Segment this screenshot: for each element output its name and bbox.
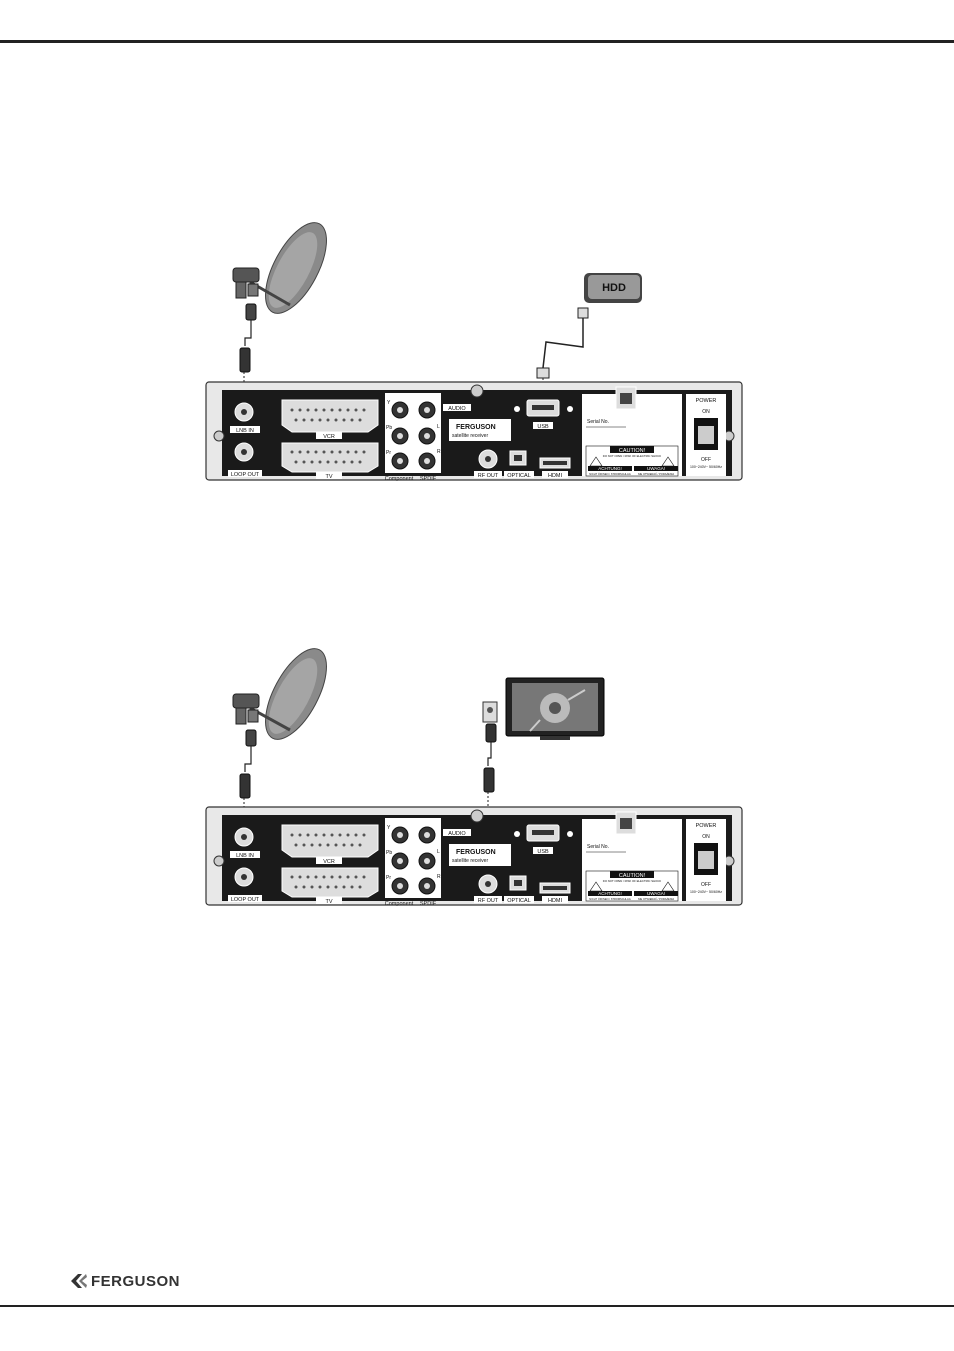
svg-text:Pb: Pb	[386, 425, 392, 431]
svg-text:DO NOT OPEN / RISK OF ELECTRIC: DO NOT OPEN / RISK OF ELECTRIC SHOCK	[603, 454, 662, 458]
svg-text:CAUTION!: CAUTION!	[619, 873, 646, 879]
hdd-icon: HDD	[584, 273, 642, 303]
svg-text:100~240V~ 50/60Hz: 100~240V~ 50/60Hz	[690, 890, 722, 894]
svg-text:RoHS: RoHS	[667, 414, 678, 419]
power-label: POWER	[696, 398, 717, 404]
audio-label: AUDIO	[448, 831, 466, 837]
spdif-label: SPDIF	[420, 476, 437, 482]
panel-brand: FERGUSON	[456, 849, 496, 856]
svg-text:NICHT ÖFFNEN / STROMSCHLAG: NICHT ÖFFNEN / STROMSCHLAG	[589, 897, 630, 901]
television-icon	[482, 677, 605, 740]
footer-brand-logo: FERGUSON	[70, 1271, 180, 1291]
weee-bin-icon	[639, 395, 656, 413]
svg-text:R: R	[437, 874, 441, 880]
svg-text:OFF: OFF	[701, 882, 711, 888]
rohs-leaf-icon: RoHS	[665, 820, 679, 844]
hdd-connection-figure: HDD LNB IN LOOP OUT VCR	[0, 200, 954, 500]
svg-text:DO NOT OPEN / RISK OF ELECTRIC: DO NOT OPEN / RISK OF ELECTRIC SHOCK	[603, 879, 662, 883]
satellite-dish-icon	[232, 648, 327, 747]
svg-text:Pr: Pr	[386, 875, 391, 881]
spdif-label: SPDIF	[420, 901, 437, 907]
optical-label: OPTICAL	[507, 473, 531, 479]
loop-out-label: LOOP OUT	[231, 897, 260, 903]
serial-no-label: Serial No.	[587, 419, 609, 425]
vcr-label: VCR	[323, 434, 335, 440]
vcr-label: VCR	[323, 859, 335, 865]
rf-out-label: RF OUT	[478, 473, 499, 479]
receiver-rear-panel: LNB IN LOOP OUT VCR TV Y Pb Pr	[205, 806, 743, 907]
svg-text:100~240V~ 50/60Hz: 100~240V~ 50/60Hz	[690, 465, 722, 469]
svg-text:ON: ON	[702, 409, 710, 415]
svg-text:satellite receiver: satellite receiver	[452, 858, 488, 864]
vcr-scart-port	[281, 824, 379, 858]
panel-brand: FERGUSON	[456, 424, 496, 431]
component-label: Component	[385, 901, 414, 907]
usb-label: USB	[537, 849, 549, 855]
svg-text:NIE OTWIERAĆ / PORAŻENIA: NIE OTWIERAĆ / PORAŻENIA	[638, 471, 674, 476]
tv-label: TV	[325, 474, 332, 480]
component-label: Component	[385, 476, 414, 482]
audio-label: AUDIO	[448, 406, 466, 412]
svg-text:UWAGA!: UWAGA!	[647, 466, 665, 471]
tv-scart-port	[281, 867, 379, 898]
tv-scart-port	[281, 442, 379, 473]
svg-text:satellite receiver: satellite receiver	[452, 433, 488, 439]
receiver-rear-panel: LNB IN LOOP OUT VCR TV Y	[205, 381, 743, 482]
svg-text:RoHS: RoHS	[667, 839, 678, 844]
tv-label: TV	[325, 899, 332, 905]
svg-text:ACHTUNG!: ACHTUNG!	[598, 466, 622, 471]
svg-text:UWAGA!: UWAGA!	[647, 891, 665, 896]
tv-rf-connection-figure: LNB IN LOOP OUT VCR TV Y Pb Pr	[0, 630, 954, 920]
optical-label: OPTICAL	[507, 898, 531, 904]
svg-text:Pb: Pb	[386, 850, 392, 856]
svg-text:Y: Y	[387, 825, 391, 831]
svg-text:ON: ON	[702, 834, 710, 840]
component-rca-ports	[391, 401, 436, 470]
hdmi-label: HDMI	[548, 473, 563, 479]
top-rule	[0, 40, 954, 43]
power-label: POWER	[696, 823, 717, 829]
svg-text:Y: Y	[387, 400, 391, 406]
hdmi-label: HDMI	[548, 898, 563, 904]
svg-text:R: R	[437, 449, 441, 455]
svg-text:OFF: OFF	[701, 457, 711, 463]
rf-out-label: RF OUT	[478, 898, 499, 904]
weee-bin-icon	[639, 820, 656, 838]
svg-text:L: L	[437, 849, 440, 855]
svg-text:CAUTION!: CAUTION!	[619, 448, 646, 454]
svg-text:NICHT ÖFFNEN / STROMSCHLAG: NICHT ÖFFNEN / STROMSCHLAG	[589, 472, 630, 476]
satellite-dish-icon	[232, 222, 327, 321]
usb-label: USB	[537, 424, 549, 430]
component-rca-ports	[391, 826, 436, 895]
hdd-label: HDD	[602, 282, 626, 294]
svg-text:ACHTUNG!: ACHTUNG!	[598, 891, 622, 896]
lnb-in-label: LNB IN	[236, 428, 254, 434]
svg-text:L: L	[437, 424, 440, 430]
rohs-leaf-icon: RoHS	[665, 395, 679, 419]
vcr-scart-port	[281, 399, 379, 433]
serial-no-label: Serial No.	[587, 844, 609, 850]
bottom-rule	[0, 1305, 954, 1307]
footer-brand: FERGUSON	[91, 1272, 181, 1290]
loop-out-label: LOOP OUT	[231, 472, 260, 478]
usb-cable	[536, 307, 589, 400]
svg-text:NIE OTWIERAĆ / PORAŻENIA: NIE OTWIERAĆ / PORAŻENIA	[638, 896, 674, 901]
svg-text:Pr: Pr	[386, 450, 391, 456]
ferguson-logo-icon	[71, 1274, 87, 1288]
lnb-in-label: LNB IN	[236, 853, 254, 859]
